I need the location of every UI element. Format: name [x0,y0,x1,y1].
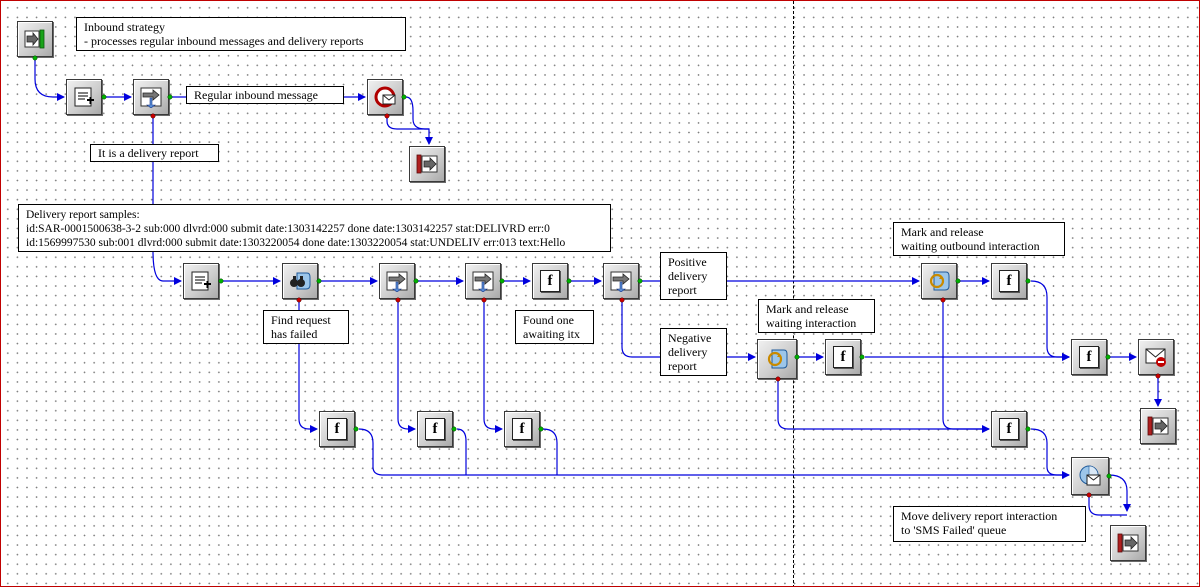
attach-data-icon [190,270,212,292]
entry-block[interactable] [17,21,53,57]
queue-message-icon [1079,465,1101,487]
port-dots [32,55,1161,498]
wire [298,299,318,433]
route-message-icon [374,86,396,108]
function-block[interactable]: f [1071,339,1107,375]
note-mark-release-outbound: Mark and release waiting outbound intera… [893,222,1065,256]
exit-arrow-icon [1117,532,1139,554]
note-regular-inbound: Regular inbound message [186,86,344,104]
note-delivery-report-samples: Delivery report samples: id:SAR-00015006… [18,204,611,252]
note-move-report: Move delivery report interaction to 'SMS… [893,506,1086,542]
function-icon: f [1079,346,1099,368]
attach-data-icon [73,86,95,108]
function-block[interactable]: f [825,339,861,375]
wire [386,116,429,130]
note-description: - processes regular inbound messages and… [84,34,364,48]
exit-arrow-icon [416,153,438,175]
note-text: Regular inbound message [194,88,318,102]
function-icon: f [833,346,853,368]
note-text: delivery [668,269,708,283]
note-title: Inbound strategy [84,20,165,34]
wire [34,58,65,101]
note-sample-line: id:SAR-0001500638-3-2 sub:000 dlvrd:000 … [26,223,550,235]
function-icon: f [327,418,347,440]
note-text: Move delivery report interaction [901,509,1058,523]
note-text: waiting interaction [766,316,857,330]
mark-release-icon [766,348,788,370]
note-text: Find request [271,313,331,327]
note-text: Positive [668,255,707,269]
page-divider [793,1,794,586]
branch-block[interactable] [465,263,501,299]
note-text: waiting outbound interaction [901,239,1040,253]
binoculars-icon [289,270,311,292]
attach-data-block[interactable] [66,79,102,115]
stop-message-block[interactable] [1138,339,1174,375]
branch-arrow-icon [610,270,632,292]
branch-arrow-icon [472,270,494,292]
note-heading: Delivery report samples: [26,209,140,221]
note-inbound-strategy: Inbound strategy - processes regular inb… [76,17,406,51]
wire [456,428,467,475]
exit-block[interactable] [409,146,445,182]
stop-message-icon [1145,346,1167,368]
function-icon: f [999,418,1019,440]
wire [542,428,558,475]
mark-release-outbound-block[interactable] [921,263,957,299]
note-text: has failed [271,327,318,341]
note-text: awaiting itx [523,327,580,341]
branch-block[interactable] [133,79,169,115]
function-icon: f [425,418,445,440]
wire [358,428,1070,479]
exit-arrow-icon [1147,415,1169,437]
function-icon: f [540,270,560,292]
note-positive-report: Positive delivery report [660,252,727,300]
exit-block[interactable] [1110,525,1146,561]
function-block[interactable]: f [991,263,1027,299]
note-sample-line: id:1569997530 sub:001 dlvrd:000 submit d… [26,237,566,249]
note-negative-report: Negative delivery report [660,328,727,376]
queue-message-block[interactable] [1071,457,1109,495]
note-text: delivery [668,345,708,359]
wire [1030,428,1069,476]
wire [777,377,990,433]
note-delivery-report: It is a delivery report [90,144,219,162]
note-found-one: Found one awaiting itx [515,310,594,344]
note-find-request-failed: Find request has failed [263,310,349,344]
wire [397,299,416,433]
wire [483,299,503,433]
note-text: to 'SMS Failed' queue [901,523,1007,537]
function-icon: f [999,270,1019,292]
wire [942,299,989,430]
note-text: Mark and release [901,225,984,239]
branch-arrow-icon [386,270,408,292]
function-block[interactable]: f [319,411,355,447]
attach-data-block[interactable] [183,263,219,299]
note-text: Found one [523,313,574,327]
branch-block[interactable] [603,263,639,299]
wire [1088,495,1127,516]
note-text: Mark and release [766,302,849,316]
mark-release-icon [928,270,950,292]
note-text: report [668,283,697,297]
note-text: It is a delivery report [98,146,199,160]
note-text: Negative [668,331,712,345]
wire [621,299,756,361]
exit-block[interactable] [1140,408,1176,444]
wire [1108,474,1131,512]
branch-arrow-icon [140,86,162,108]
note-mark-release: Mark and release waiting interaction [758,299,875,333]
function-icon: f [512,418,532,440]
function-block[interactable]: f [532,263,568,299]
note-text: report [668,359,697,373]
entry-arrow-icon [24,28,46,50]
